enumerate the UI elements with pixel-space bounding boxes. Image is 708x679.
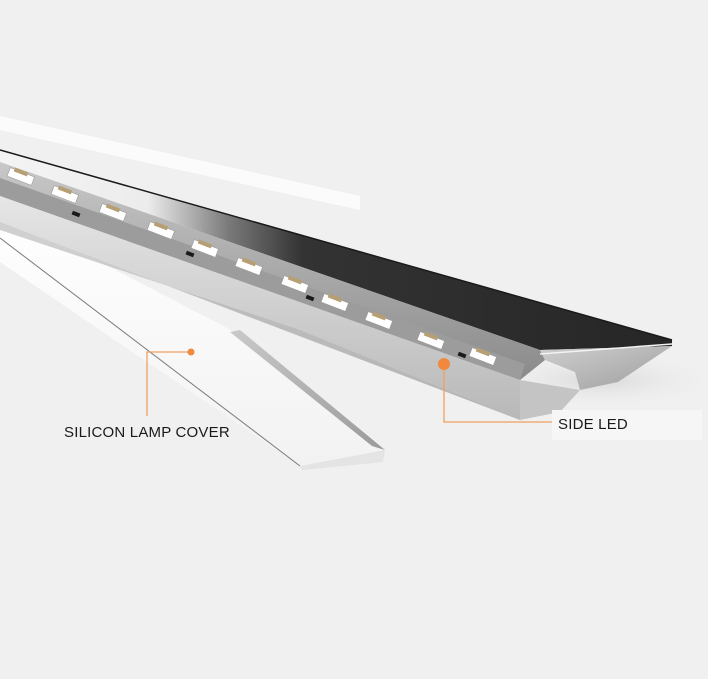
led-strip — [6, 167, 497, 366]
callout-led — [438, 358, 552, 423]
silicon-lamp-cover — [0, 210, 385, 470]
side-led-label: SIDE LED — [558, 416, 628, 433]
cover-marker-dot — [187, 348, 195, 356]
led-marker-dot — [438, 358, 450, 370]
silicon-lamp-cover-label: SILICON LAMP COVER — [64, 424, 230, 441]
side-led-label-box — [552, 410, 702, 440]
upper-plane — [0, 116, 360, 210]
aluminium-profile — [0, 149, 673, 420]
callout-cover — [146, 348, 195, 416]
